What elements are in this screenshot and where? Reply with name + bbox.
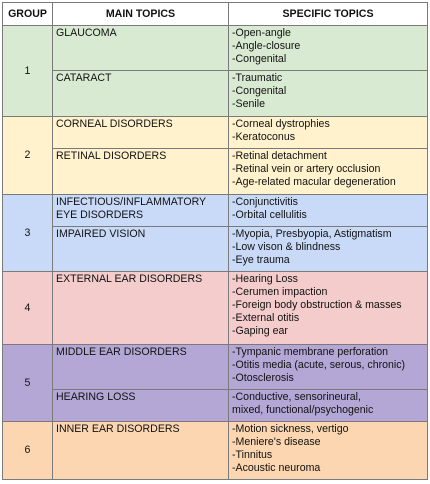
specific-topics-cell: -Conjunctivitis-Orbital cellulitis [228, 194, 428, 227]
specific-topics-cell: -Open-angle-Angle-closure-Congenital [228, 25, 428, 71]
specific-topics-cell: -Traumatic-Congenital-Senile [228, 70, 428, 117]
main-topic-cell: GLAUCOMA [52, 25, 229, 71]
group-number: 1 [2, 25, 53, 117]
specific-topics-cell: -Tympanic membrane perforation-Otitis me… [228, 344, 428, 390]
group-number: 3 [2, 194, 53, 272]
specific-topic: -External otitis [232, 312, 300, 324]
specific-topic: -Otosclerosis [232, 372, 294, 384]
main-topic-cell: IMPAIRED VISION [52, 226, 229, 272]
group-number: 6 [2, 421, 53, 480]
main-topic: CORNEAL DISORDERS [56, 118, 173, 130]
main-topic-cell: INNER EAR DISORDERS [52, 421, 229, 480]
main-topic: RETINAL DISORDERS [56, 150, 167, 162]
specific-topic: mixed, functional/psychogenic [232, 404, 374, 416]
specific-topic: -Meniere's disease [232, 436, 321, 448]
header-specific-topics: SPECIFIC TOPICS [228, 2, 428, 26]
header-row: GROUP MAIN TOPICS SPECIFIC TOPICS [2, 2, 428, 26]
specific-topic: -Eye trauma [232, 254, 290, 266]
main-topic: EXTERNAL EAR DISORDERS [56, 273, 203, 285]
specific-topic: -Corneal dystrophies [232, 118, 330, 130]
main-topic: MIDDLE EAR DISORDERS [56, 346, 187, 358]
specific-topic: -Senile [232, 98, 265, 110]
specific-topic: -Conjunctivitis [232, 196, 298, 208]
main-topic: INNER EAR DISORDERS [56, 423, 180, 435]
specific-topic: -Tympanic membrane perforation [232, 346, 389, 358]
table-row: CATARACT -Traumatic-Congenital-Senile [3, 70, 428, 117]
main-topic: INFECTIOUS/INFLAMMATORY EYE DISORDERS [56, 196, 206, 221]
main-topic-cell: RETINAL DISORDERS [52, 148, 229, 195]
specific-topic: -Myopia, Presbyopia, Astigmatism [232, 228, 392, 240]
group-number: 2 [2, 116, 53, 195]
specific-topic: -Low vison & blindness [232, 241, 341, 253]
main-topic-cell: INFECTIOUS/INFLAMMATORY EYE DISORDERS [52, 194, 229, 227]
main-topic-cell: MIDDLE EAR DISORDERS [52, 344, 229, 390]
table-row: HEARING LOSS -Conductive, sensorineural,m… [3, 389, 428, 422]
specific-topic: -Tinnitus [232, 449, 273, 461]
table-row: RETINAL DISORDERS -Retinal detachment-Ret… [3, 148, 428, 195]
specific-topic: -Age-related macular degeneration [232, 176, 396, 188]
specific-topic: -Cerumen impaction [232, 286, 328, 298]
specific-topics-cell: -Myopia, Presbyopia, Astigmatism-Low vis… [228, 226, 428, 272]
main-topic-cell: EXTERNAL EAR DISORDERS [52, 271, 229, 345]
specific-topic: -Retinal vein or artery occlusion [232, 163, 381, 175]
specific-topic: -Angle-closure [232, 40, 301, 52]
specific-topic: -Otitis media (acute, serous, chronic) [232, 359, 406, 371]
group-number: 5 [2, 344, 53, 422]
main-topic: HEARING LOSS [56, 391, 136, 403]
main-topic-cell: CORNEAL DISORDERS [52, 116, 229, 149]
main-topic-cell: HEARING LOSS [52, 389, 229, 422]
specific-topic: -Orbital cellulitis [232, 209, 307, 221]
header-group: GROUP [2, 2, 53, 26]
specific-topic: -Traumatic [232, 72, 283, 84]
specific-topic: -Keratoconus [232, 131, 296, 143]
specific-topic: -Acoustic neuroma [232, 462, 321, 474]
specific-topics-cell: -Motion sickness, vertigo-Meniere's dise… [228, 421, 428, 480]
specific-topics-cell: -Corneal dystrophies-Keratoconus [228, 116, 428, 149]
specific-topic: -Motion sickness, vertigo [232, 423, 349, 435]
specific-topic: -Open-angle [232, 27, 291, 39]
specific-topic: -Hearing Loss [232, 273, 298, 285]
main-topic-cell: CATARACT [52, 70, 229, 117]
header-main-topics: MAIN TOPICS [52, 2, 229, 26]
specific-topic: -Gaping ear [232, 325, 288, 337]
specific-topics-cell: -Retinal detachment-Retinal vein or arte… [228, 148, 428, 195]
specific-topics-cell: -Hearing Loss-Cerumen impaction-Foreign … [228, 271, 428, 345]
specific-topic: -Retinal detachment [232, 150, 327, 162]
main-topic: GLAUCOMA [56, 27, 117, 39]
group-number: 4 [2, 271, 53, 345]
specific-topic: -Congenital [232, 53, 287, 65]
specific-topic: -Conductive, sensorineural, [232, 391, 361, 403]
specific-topic: -Foreign body obstruction & masses [232, 299, 402, 311]
main-topic: IMPAIRED VISION [56, 228, 146, 240]
table-row: IMPAIRED VISION -Myopia, Presbyopia, Asti… [3, 226, 428, 272]
specific-topics-cell: -Conductive, sensorineural,mixed, functi… [228, 389, 428, 422]
main-topic: CATARACT [56, 72, 112, 84]
specific-topic: -Congenital [232, 85, 287, 97]
